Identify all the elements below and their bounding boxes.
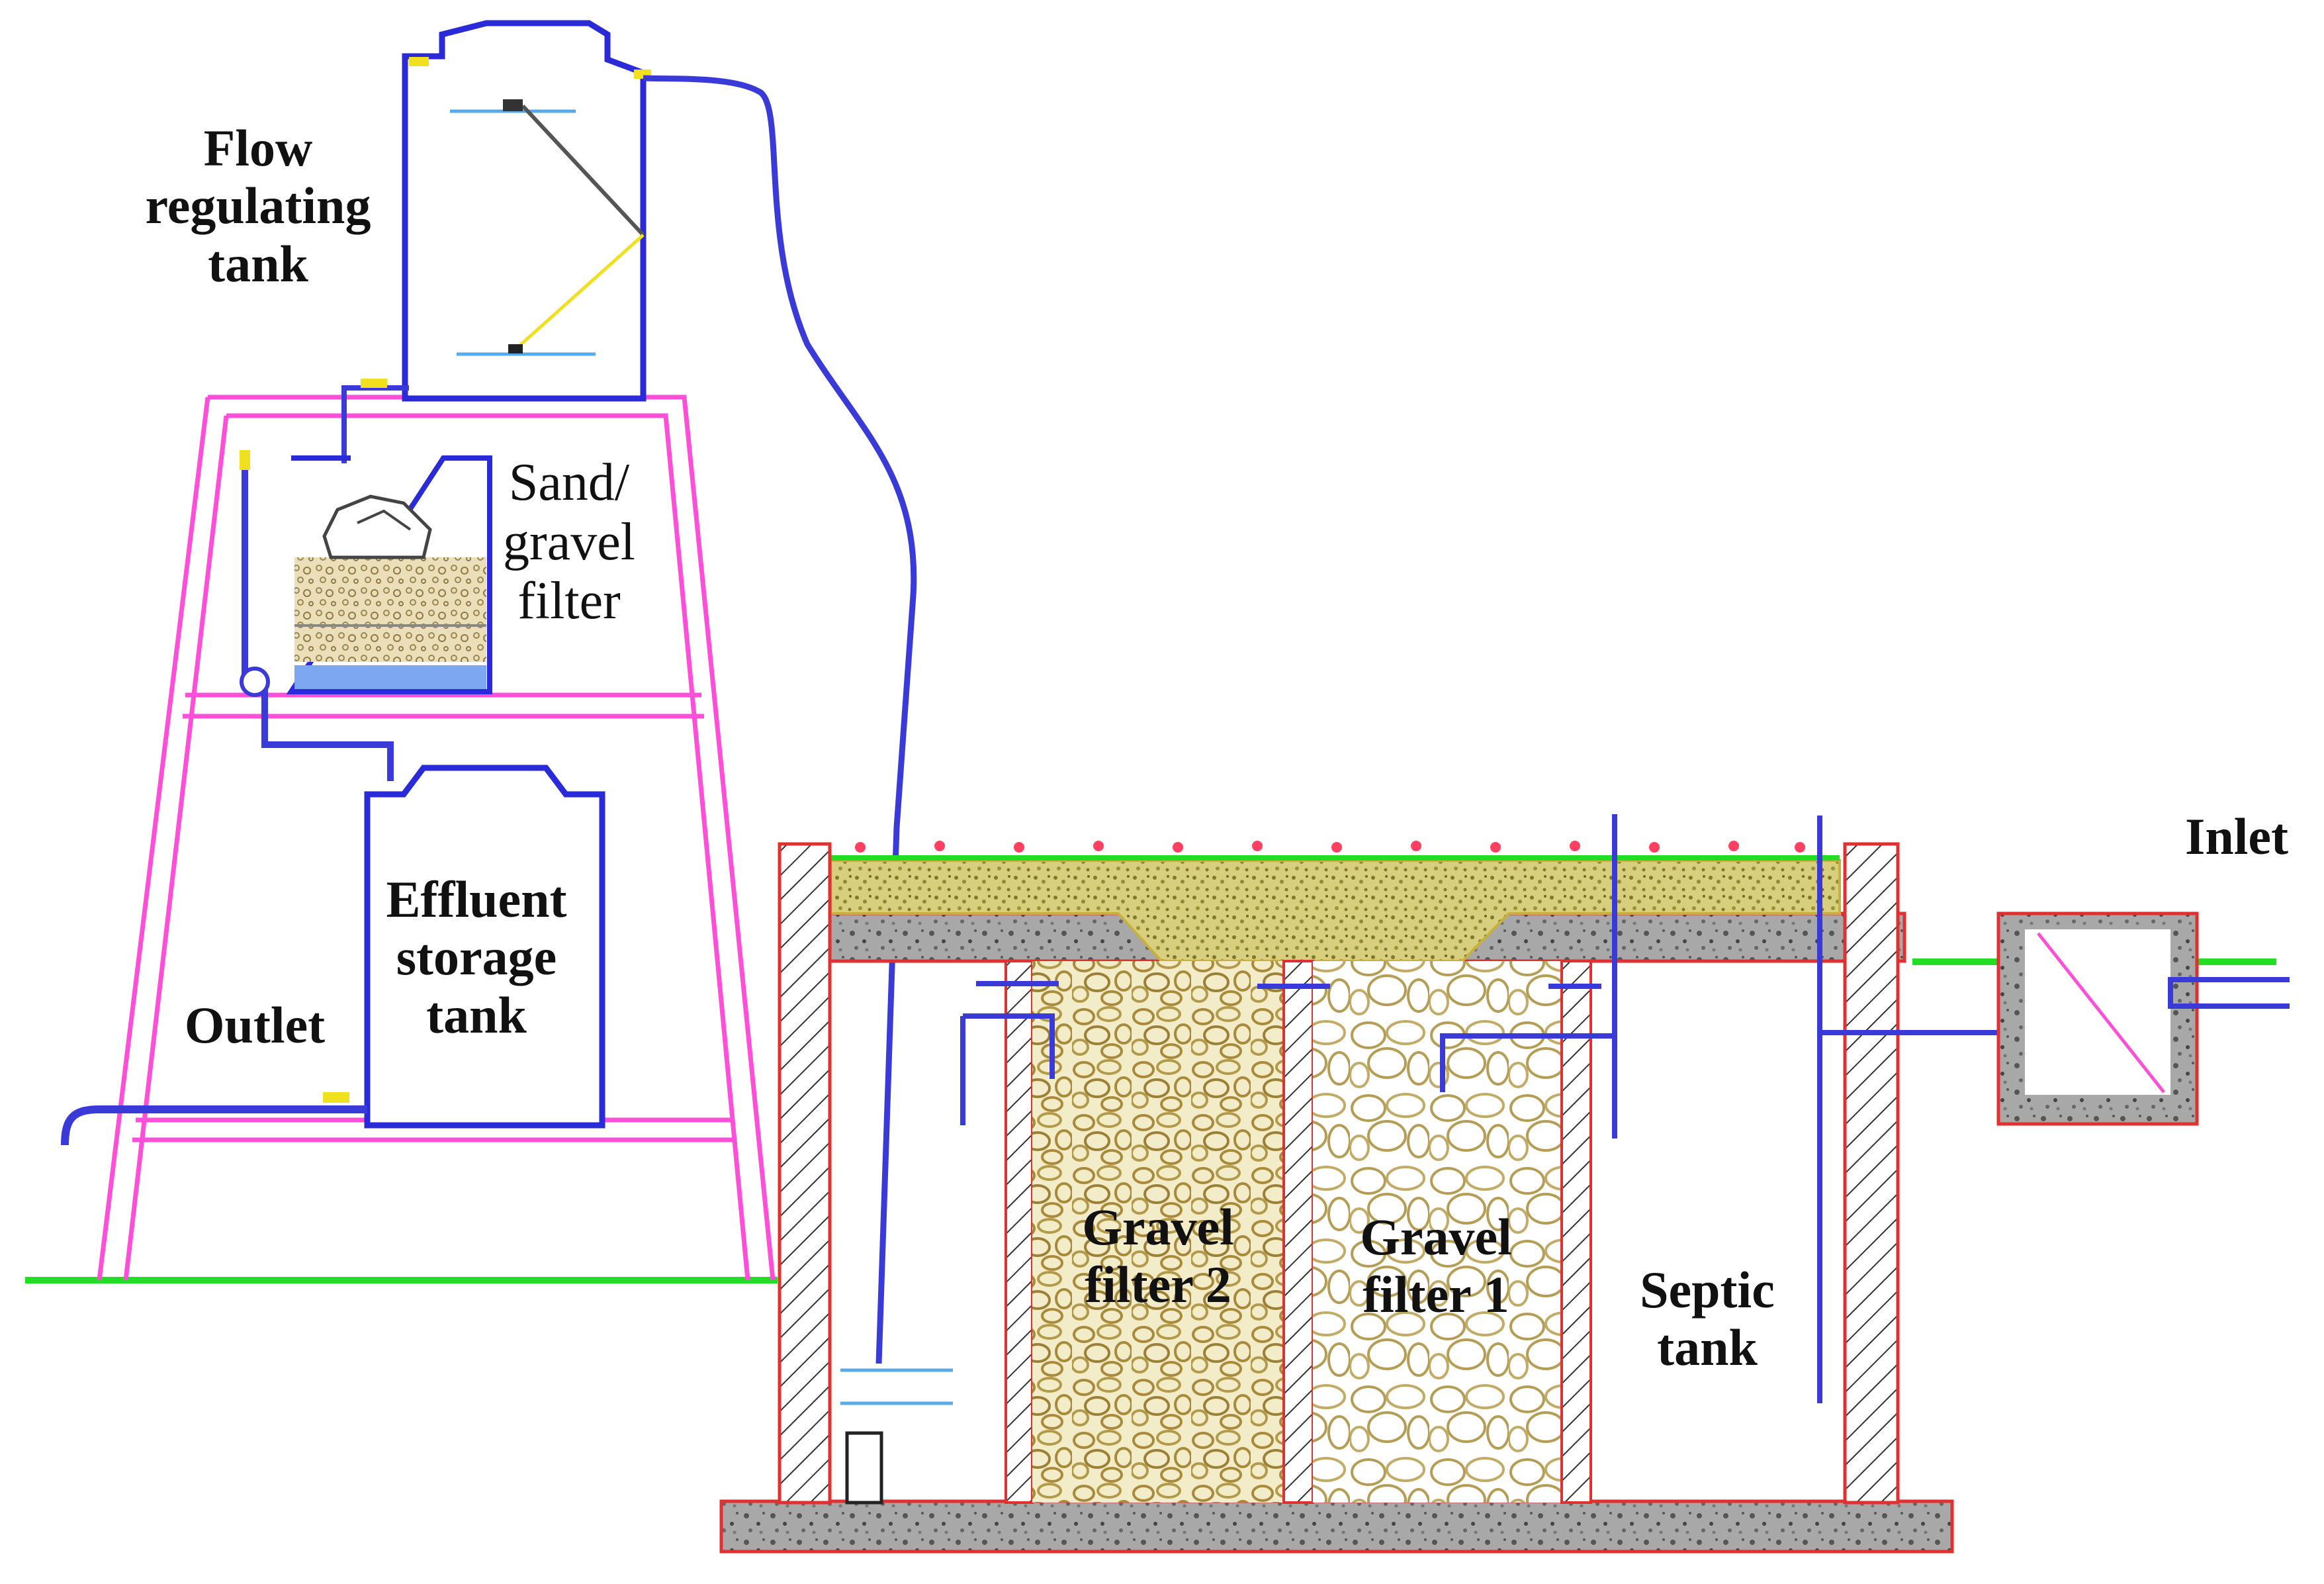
flow-regulating-tank-label: Flow regulating tank <box>126 119 390 293</box>
inlet-label: Inlet <box>2170 808 2303 865</box>
filter-to-storage-pipe <box>242 450 394 781</box>
septic-tank-label-line2: tank <box>1657 1319 1758 1377</box>
outlet-label-text: Outlet <box>184 996 326 1054</box>
outlet-pipe <box>61 1105 367 1146</box>
gravel-filter-1-label-line2: filter 1 <box>1363 1266 1509 1324</box>
sand-gravel-filter <box>286 455 492 694</box>
gravel-filter-1-label-line1: Gravel <box>1360 1208 1512 1266</box>
treatment-tank-body <box>719 842 1954 1554</box>
flow-regulating-tank <box>402 20 651 402</box>
effluent-storage-tank-label-line2: storage <box>396 928 557 986</box>
sand-gravel-filter-label-line3: filter <box>517 572 621 631</box>
gravel-filter-1-label: Gravel filter 1 <box>1327 1208 1545 1324</box>
pump <box>840 1368 953 1505</box>
sand-gravel-filter-label-line2: gravel <box>503 512 635 571</box>
flow-to-filter-pipe <box>341 385 409 463</box>
flow-regulating-tank-label-line3: tank <box>208 234 308 293</box>
plants <box>855 841 1805 853</box>
gravel-filter-2-label: Gravel filter 2 <box>1049 1198 1267 1314</box>
flow-regulating-tank-label-line1: Flow <box>203 119 313 177</box>
effluent-storage-tank-label-line1: Effluent <box>386 870 567 928</box>
outlet-label: Outlet <box>165 996 344 1054</box>
inlet-label-text: Inlet <box>2185 808 2288 865</box>
pump-delivery-pipe <box>643 75 917 1364</box>
flow-regulating-tank-label-line2: regulating <box>145 177 371 235</box>
gravel-filter-2-label-line2: filter 2 <box>1085 1256 1231 1314</box>
sand-gravel-filter-label: Sand/ gravel filter <box>490 453 648 631</box>
sand-gravel-filter-label-line1: Sand/ <box>508 453 630 512</box>
septic-tank-label: Septic tank <box>1615 1261 1800 1377</box>
septic-tank-label-line1: Septic <box>1640 1261 1775 1319</box>
effluent-storage-tank-label-line3: tank <box>426 986 527 1044</box>
effluent-storage-tank <box>323 765 605 1129</box>
effluent-storage-tank-label: Effluent storage tank <box>367 870 586 1044</box>
inlet-chamber <box>1996 911 2290 1126</box>
gravel-filter-2-label-line1: Gravel <box>1082 1198 1234 1256</box>
